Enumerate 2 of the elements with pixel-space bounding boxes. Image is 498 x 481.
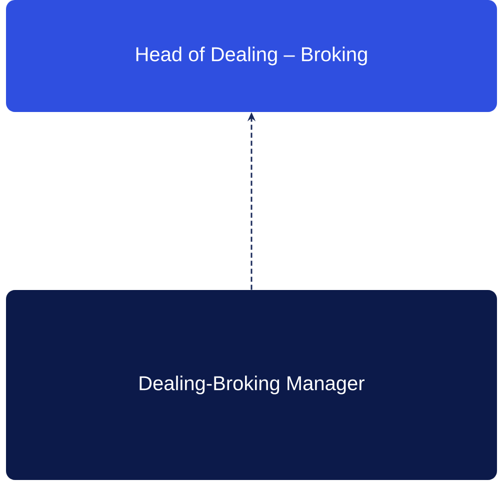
process-box: Dealing-Broking Manager [6, 290, 497, 480]
process-box: Head of Dealing – Broking [6, 0, 497, 112]
